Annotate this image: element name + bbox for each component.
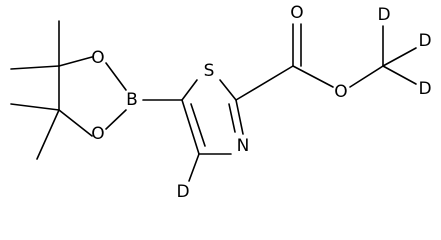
pinacol-methyls bbox=[10, 20, 60, 160]
atom-d-methyl-right: D bbox=[418, 31, 431, 51]
bond-c-d-right bbox=[382, 47, 417, 67]
atom-n-thiazole: N bbox=[237, 136, 250, 156]
bond-c5-s bbox=[181, 79, 198, 101]
bond-c2-n bbox=[235, 99, 244, 135]
cd3-group bbox=[382, 25, 417, 85]
structure-drawing: O O B S N D O O D D D bbox=[10, 3, 432, 202]
bond-c4-c5 bbox=[181, 99, 200, 155]
bond-b-o2 bbox=[105, 109, 127, 130]
atom-d-methyl-bottom: D bbox=[418, 79, 431, 99]
bond-o2-c2 bbox=[58, 109, 93, 137]
bond-o1-b bbox=[105, 62, 127, 91]
bond-s-c2 bbox=[219, 79, 237, 101]
bond-c-d-bottom bbox=[382, 65, 417, 85]
bond-c4-c5-double bbox=[190, 103, 206, 147]
bond-c2-n-double bbox=[228, 103, 236, 133]
methyl-c2-down bbox=[36, 109, 60, 160]
atom-d-ring: D bbox=[176, 182, 189, 202]
atom-d-methyl-top: D bbox=[377, 5, 390, 25]
bond-c1-o1 bbox=[58, 56, 93, 67]
thiazole-ring bbox=[181, 79, 244, 155]
bond-c4-d bbox=[188, 153, 200, 182]
ester-group bbox=[235, 23, 384, 101]
atom-o-dioxaborolane-bottom: O bbox=[91, 124, 104, 144]
bond-carbonyl-c-ester-o bbox=[292, 65, 334, 88]
bond-c2-carbonyl-c bbox=[235, 65, 294, 101]
atom-s-thiazole: S bbox=[204, 61, 215, 81]
atom-o-ester: O bbox=[334, 82, 347, 102]
dioxaborolane-ring bbox=[58, 56, 127, 137]
methyl-c2-left bbox=[10, 103, 60, 111]
atom-o-carbonyl: O bbox=[290, 3, 303, 23]
methyl-c1-left bbox=[10, 65, 60, 70]
atom-b-boron: B bbox=[126, 90, 138, 110]
bond-ester-o-cd3 bbox=[349, 65, 384, 88]
atom-o-dioxaborolane-top: O bbox=[91, 48, 104, 68]
